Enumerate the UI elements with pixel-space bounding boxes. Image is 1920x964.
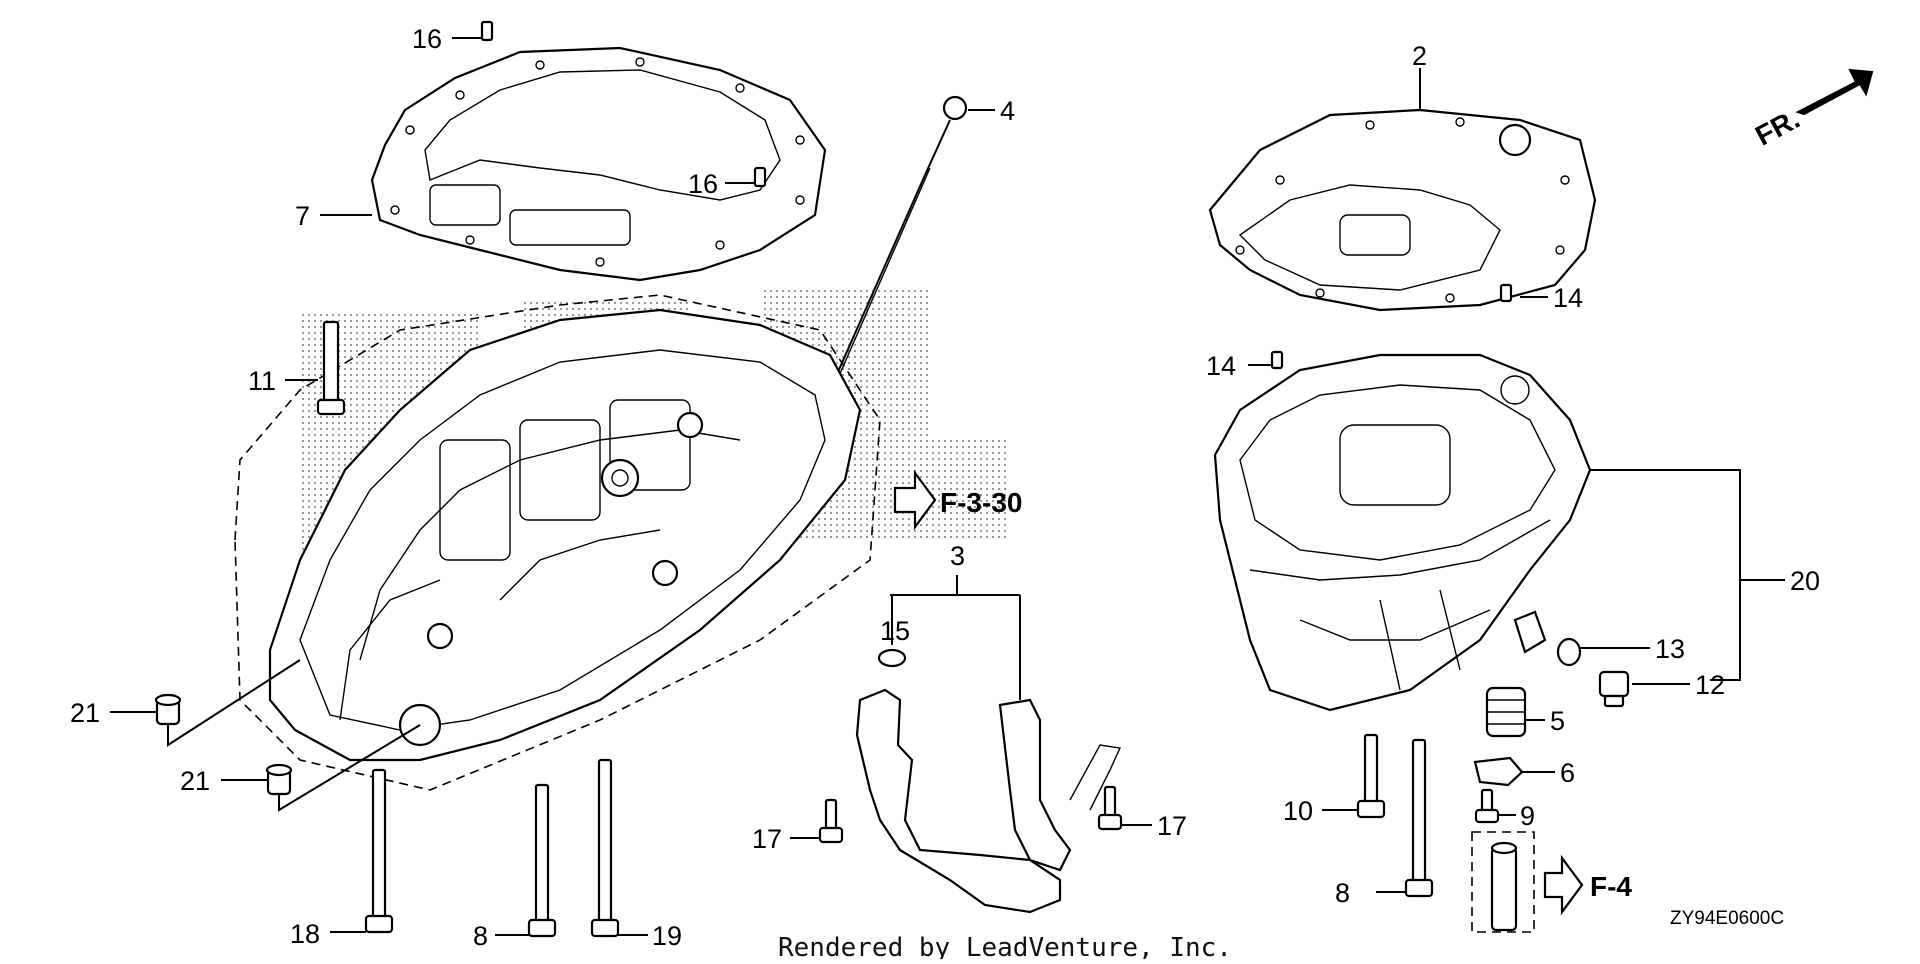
callout-14b: 14	[1206, 351, 1236, 381]
arrow-f330	[893, 469, 937, 531]
dowel-pin-16b	[753, 166, 767, 188]
callout-10: 10	[1283, 796, 1313, 826]
callout-9: 9	[1520, 801, 1535, 831]
leader-lines	[110, 37, 1785, 936]
callout-2: 2	[1412, 41, 1427, 71]
front-label: FR.	[1750, 103, 1804, 152]
bolt-10	[1356, 733, 1386, 819]
dowel-pin-14b	[1270, 350, 1284, 370]
callout-7: 7	[295, 201, 310, 231]
bolt-18	[364, 768, 394, 934]
credit-text: Rendered by LeadVenture, Inc.	[778, 933, 1232, 959]
callout-numbers: 16 16 4 7 11 21 21 18 8 19 3 15 17 17 2 …	[70, 24, 1820, 951]
ref-f-3-30: F-3-30	[940, 487, 1022, 518]
dowel-pin-14a	[1499, 283, 1513, 303]
oil-strainer-3	[855, 648, 1122, 914]
callout-15: 15	[880, 616, 910, 646]
bolt-9	[1474, 788, 1500, 824]
arrow-f4	[1543, 854, 1584, 916]
callout-4: 4	[1000, 96, 1015, 126]
callout-11: 11	[248, 366, 276, 396]
bolt-19	[590, 758, 620, 938]
plug-21b	[265, 763, 293, 796]
bolt-8-right	[1404, 738, 1434, 898]
gasket-7	[370, 46, 827, 282]
callout-19: 19	[652, 921, 682, 951]
bolt-17-right	[1097, 785, 1123, 831]
spring-5	[1485, 686, 1527, 738]
dowel-pin-16a	[480, 20, 494, 42]
callout-17b: 17	[1157, 811, 1187, 841]
callout-21a: 21	[70, 698, 100, 728]
washer-13	[1556, 637, 1582, 667]
callout-14a: 14	[1553, 283, 1583, 313]
dipstick-4	[829, 95, 968, 391]
front-arrow-icon	[1795, 68, 1874, 116]
oil-pan-20	[1213, 353, 1592, 712]
callout-20: 20	[1790, 566, 1820, 596]
bolt-17-left	[818, 798, 844, 844]
callout-5: 5	[1550, 706, 1565, 736]
bolt-11	[316, 320, 346, 416]
bolt-8-left	[527, 783, 557, 938]
diagram-code: ZY94E0600C	[1670, 908, 1784, 929]
callout-16b: 16	[688, 169, 718, 199]
callout-21b: 21	[180, 766, 210, 796]
drain-plug-12	[1598, 670, 1630, 708]
callout-3: 3	[950, 541, 965, 571]
callout-6: 6	[1560, 758, 1575, 788]
callout-8-left: 8	[473, 921, 488, 951]
gasket-2	[1208, 108, 1597, 312]
callout-16a: 16	[412, 24, 442, 54]
clip-6	[1473, 756, 1524, 787]
callout-18: 18	[290, 919, 320, 949]
callout-17a: 17	[752, 824, 782, 854]
callout-8-right: 8	[1335, 878, 1350, 908]
ref-f-4: F-4	[1590, 871, 1632, 902]
callout-13: 13	[1655, 634, 1685, 664]
f4-pipe	[1471, 831, 1535, 933]
callout-12: 12	[1695, 670, 1725, 700]
plug-21a	[154, 693, 182, 726]
